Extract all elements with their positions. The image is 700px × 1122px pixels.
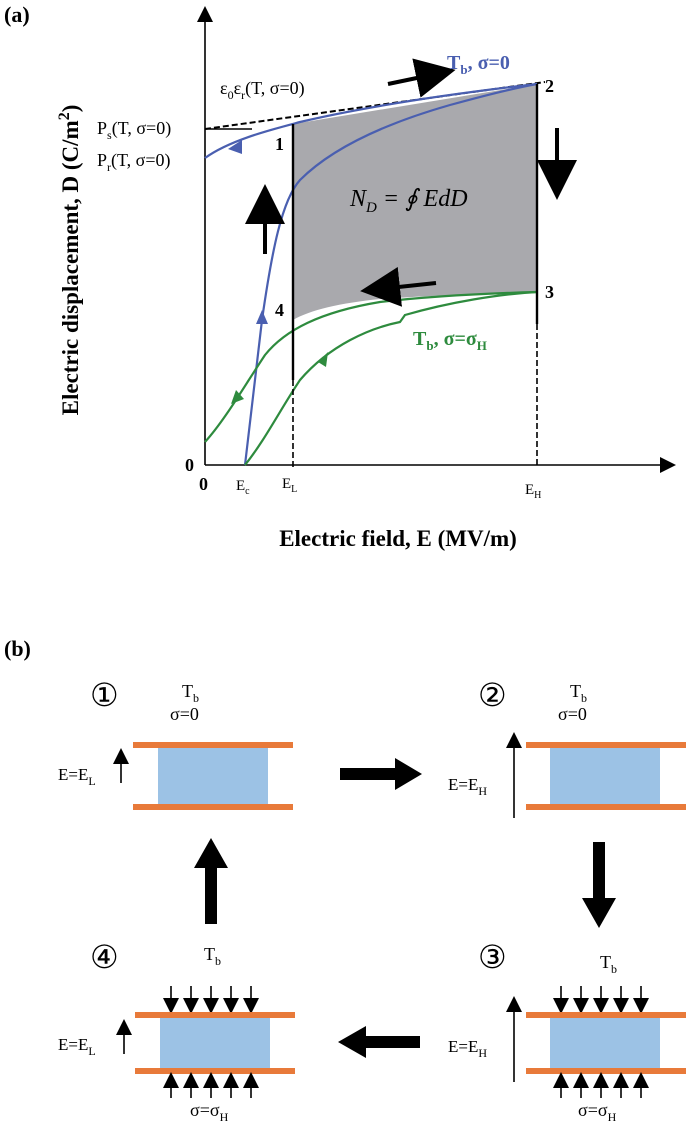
x-axis-title: Electric field, E (MV/m) <box>279 526 517 551</box>
state-3-number: ③ <box>478 939 507 975</box>
pr-label: Pr(T, σ=0) <box>97 150 171 174</box>
state-3-temp: Tb <box>600 952 617 976</box>
state-4-number: ④ <box>90 939 119 975</box>
point-4: 4 <box>275 300 284 320</box>
state-2-sigma: σ=0 <box>558 704 587 724</box>
point-3: 3 <box>545 282 554 302</box>
arrow-right-top <box>387 58 456 98</box>
state-1-number: ① <box>90 677 119 713</box>
state-2-temp: Tb <box>570 681 587 705</box>
state-4-field: E=EL <box>58 1035 96 1058</box>
nd-formula: ND = ∮ EdD <box>349 186 468 216</box>
state-1-top-electrode <box>133 742 293 748</box>
state-2-field: E=EH <box>448 775 487 798</box>
state-4-bottom-electrode <box>135 1068 295 1074</box>
state-4-material <box>160 1018 270 1068</box>
state-3-bottom-stress-arrows <box>553 1072 649 1098</box>
blue-arrow-left <box>228 140 242 154</box>
blue-curve-return <box>204 82 538 159</box>
tangent-line <box>204 81 546 130</box>
panel-a-label: (a) <box>4 2 30 27</box>
green-curve <box>204 290 538 443</box>
state-4-bottom-stress-arrows <box>163 1072 259 1098</box>
state-3-top-stress-arrows <box>553 986 649 1014</box>
cycle-arrows <box>194 758 616 1058</box>
cycle-arrow-3-to-4 <box>338 1026 420 1058</box>
point-2: 2 <box>545 76 554 96</box>
state-3-sigma: σ=σH <box>578 1100 617 1122</box>
state-1-temp: Tb <box>182 681 199 705</box>
origin-x-label: 0 <box>199 474 208 494</box>
state-4-top-stress-arrows <box>163 986 259 1014</box>
el-label: EL <box>282 476 297 495</box>
blue-curve-label: Tb, σ=0 <box>447 52 510 77</box>
green-arrow-up <box>318 352 328 367</box>
cycle-arrow-1-to-2 <box>340 758 422 790</box>
state-3-bottom-electrode <box>526 1068 686 1074</box>
cycle-arrow-4-to-1 <box>194 838 228 924</box>
state-3-top-electrode <box>526 1012 686 1018</box>
state-4-temp: Tb <box>204 944 221 968</box>
state-1-sigma: σ=0 <box>170 704 199 724</box>
state-2-number: ② <box>478 677 507 713</box>
ps-label: Ps(T, σ=0) <box>97 118 171 142</box>
cycle-arrow-2-to-3 <box>582 842 616 928</box>
state-1-material <box>158 748 268 804</box>
eps-label: ε0εr(T, σ=0) <box>220 78 305 102</box>
y-axis-title: Electric displacement, D (C/m2) <box>56 105 83 416</box>
green-curve-label: Tb, σ=σH <box>413 328 487 353</box>
arrow-left-bottom <box>360 266 437 307</box>
blue-arrow-up <box>256 310 268 324</box>
state-3-material <box>550 1018 660 1068</box>
state-4: ④ Tb σ=σH E=EL <box>58 939 295 1122</box>
state-3: ③ Tb σ=σH E=EH <box>448 939 686 1122</box>
state-2-material <box>550 748 660 804</box>
state-1-bottom-electrode <box>133 804 293 810</box>
ec-label: Ec <box>236 478 250 497</box>
green-curve-lower <box>244 290 538 466</box>
state-2: ② Tb σ=0 E=EH <box>448 677 686 818</box>
point-1: 1 <box>275 134 284 154</box>
state-2-top-electrode <box>526 742 686 748</box>
origin-y-label: 0 <box>185 455 194 475</box>
state-3-field: E=EH <box>448 1037 487 1060</box>
state-4-top-electrode <box>135 1012 295 1018</box>
eh-label: EH <box>525 482 541 501</box>
state-2-bottom-electrode <box>526 804 686 810</box>
green-arrow-down <box>231 390 244 404</box>
state-1: ① Tb σ=0 E=EL <box>58 677 293 810</box>
panel-b-label: (b) <box>4 636 31 661</box>
blue-curve <box>243 82 538 466</box>
state-4-sigma: σ=σH <box>190 1100 229 1122</box>
state-1-field: E=EL <box>58 765 96 788</box>
